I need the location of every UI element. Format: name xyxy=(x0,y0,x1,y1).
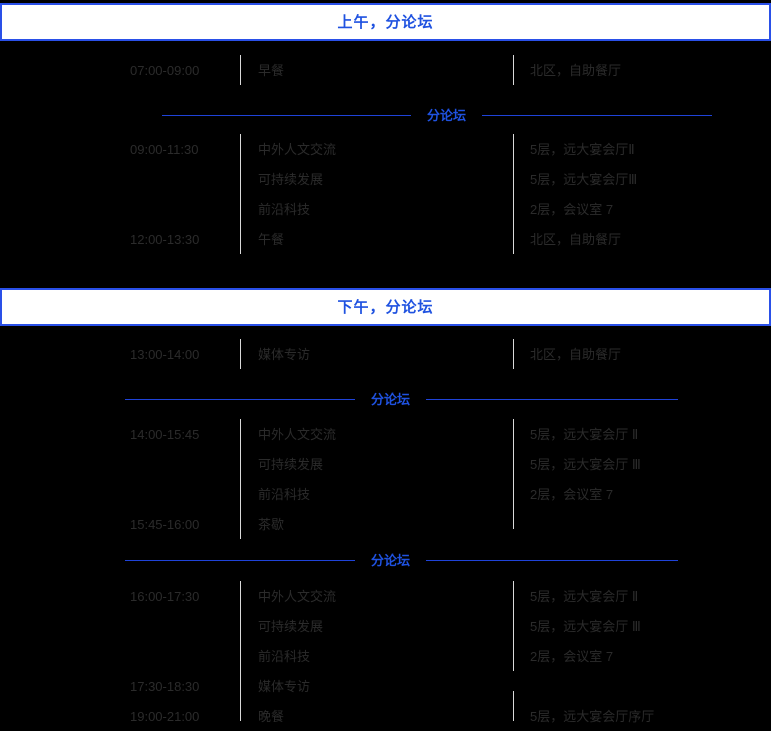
schedule-row[interactable]: 14:00-15:45 中外人文交流 5层，远大宴会厅 Ⅱ xyxy=(0,419,771,449)
row-event: 中外人文交流 xyxy=(258,426,337,442)
row-event: 媒体专访 xyxy=(258,678,311,694)
row-venue xyxy=(530,671,760,701)
row-time xyxy=(130,611,230,641)
row-venue: 北区，自助餐厅 xyxy=(530,62,622,78)
divider-rule-right xyxy=(426,398,679,400)
schedule-row[interactable]: 13:00-14:00 媒体专访 北区，自助餐厅 xyxy=(0,339,771,369)
row-venue: 北区，自助餐厅 xyxy=(530,231,622,247)
group-separator-right xyxy=(513,134,514,254)
row-venue: 5层，远大宴会厅 Ⅱ xyxy=(530,588,639,604)
row-time xyxy=(130,479,230,509)
forum-divider-label: 分论坛 xyxy=(371,391,411,407)
schedule-row[interactable]: 17:30-18:30 媒体专访 xyxy=(0,671,771,701)
section-title-morning: 上午，分论坛 xyxy=(337,13,434,31)
row-event: 午餐 xyxy=(258,231,285,247)
row-separator-middle xyxy=(240,55,241,85)
row-event: 媒体专访 xyxy=(258,346,311,362)
row-venue: 5层，远大宴会厅Ⅱ xyxy=(530,141,635,157)
divider-rule-left xyxy=(162,114,411,116)
forum-divider: 分论坛 xyxy=(125,389,679,409)
row-event: 前沿科技 xyxy=(258,201,311,217)
group-separator-right xyxy=(513,691,514,721)
group-separator-middle xyxy=(240,581,241,721)
schedule-row[interactable]: 12:00-13:30 午餐 北区，自助餐厅 xyxy=(0,224,771,254)
forum-divider: 分论坛 xyxy=(162,105,713,125)
schedule-row[interactable]: 前沿科技 2层，会议室 7 xyxy=(0,479,771,509)
section-header-morning: 上午，分论坛 xyxy=(0,3,771,41)
forum-divider-label: 分论坛 xyxy=(427,107,467,123)
row-venue xyxy=(530,509,760,539)
row-time: 19:00-21:00 xyxy=(130,708,200,724)
schedule-row[interactable]: 09:00-11:30 中外人文交流 5层，远大宴会厅Ⅱ xyxy=(0,134,771,164)
row-time: 09:00-11:30 xyxy=(130,141,199,157)
row-time: 14:00-15:45 xyxy=(130,426,200,442)
row-event: 前沿科技 xyxy=(258,486,311,502)
group-separator-right xyxy=(513,581,514,671)
row-venue: 5层，远大宴会厅 Ⅱ xyxy=(530,426,639,442)
schedule-row[interactable]: 07:00-09:00 早餐 北区，自助餐厅 xyxy=(0,55,771,85)
section-header-afternoon: 下午，分论坛 xyxy=(0,288,771,326)
row-venue: 2层，会议室 7 xyxy=(530,486,614,502)
row-time xyxy=(130,164,230,194)
schedule-row[interactable]: 前沿科技 2层，会议室 7 xyxy=(0,194,771,224)
schedule-row[interactable]: 16:00-17:30 中外人文交流 5层，远大宴会厅 Ⅱ xyxy=(0,581,771,611)
row-venue: 5层，远大宴会厅 Ⅲ xyxy=(530,618,641,634)
forum-divider: 分论坛 xyxy=(125,550,679,570)
schedule-row[interactable]: 可持续发展 5层，远大宴会厅 Ⅲ xyxy=(0,611,771,641)
row-time: 07:00-09:00 xyxy=(130,62,200,78)
forum-divider-label: 分论坛 xyxy=(371,552,411,568)
divider-rule-left xyxy=(125,398,355,400)
row-event: 中外人文交流 xyxy=(258,141,337,157)
row-event: 早餐 xyxy=(258,62,285,78)
row-venue: 5层，远大宴会厅序厅 xyxy=(530,708,655,724)
group-separator-right xyxy=(513,419,514,529)
schedule-row[interactable]: 15:45-16:00 茶歇 xyxy=(0,509,771,539)
row-event: 晚餐 xyxy=(258,708,285,724)
row-event: 茶歇 xyxy=(258,516,285,532)
row-event: 可持续发展 xyxy=(258,618,324,634)
row-venue: 5层，远大宴会厅Ⅲ xyxy=(530,171,638,187)
row-time: 12:00-13:30 xyxy=(130,231,200,247)
row-time: 17:30-18:30 xyxy=(130,678,200,694)
row-time xyxy=(130,449,230,479)
group-separator-middle xyxy=(240,134,241,254)
row-separator-right xyxy=(513,55,514,85)
row-event: 前沿科技 xyxy=(258,648,311,664)
row-time: 13:00-14:00 xyxy=(130,346,200,362)
row-time xyxy=(130,641,230,671)
schedule-row[interactable]: 可持续发展 5层，远大宴会厅Ⅲ xyxy=(0,164,771,194)
row-time xyxy=(130,194,230,224)
row-venue: 2层，会议室 7 xyxy=(530,201,614,217)
divider-rule-right xyxy=(426,559,679,561)
divider-rule-left xyxy=(125,559,355,561)
divider-rule-right xyxy=(482,114,713,116)
schedule-row[interactable]: 19:00-21:00 晚餐 5层，远大宴会厅序厅 xyxy=(0,701,771,731)
row-time: 15:45-16:00 xyxy=(130,516,200,532)
row-venue: 5层，远大宴会厅 Ⅲ xyxy=(530,456,641,472)
row-separator-right xyxy=(513,339,514,369)
row-event: 可持续发展 xyxy=(258,171,324,187)
group-separator-middle xyxy=(240,419,241,539)
section-title-afternoon: 下午，分论坛 xyxy=(337,298,434,316)
row-event: 可持续发展 xyxy=(258,456,324,472)
row-event: 中外人文交流 xyxy=(258,588,337,604)
schedule-row[interactable]: 可持续发展 5层，远大宴会厅 Ⅲ xyxy=(0,449,771,479)
row-venue: 2层，会议室 7 xyxy=(530,648,614,664)
row-venue: 北区，自助餐厅 xyxy=(530,346,622,362)
row-time: 16:00-17:30 xyxy=(130,588,200,604)
row-separator-middle xyxy=(240,339,241,369)
schedule-row[interactable]: 前沿科技 2层，会议室 7 xyxy=(0,641,771,671)
